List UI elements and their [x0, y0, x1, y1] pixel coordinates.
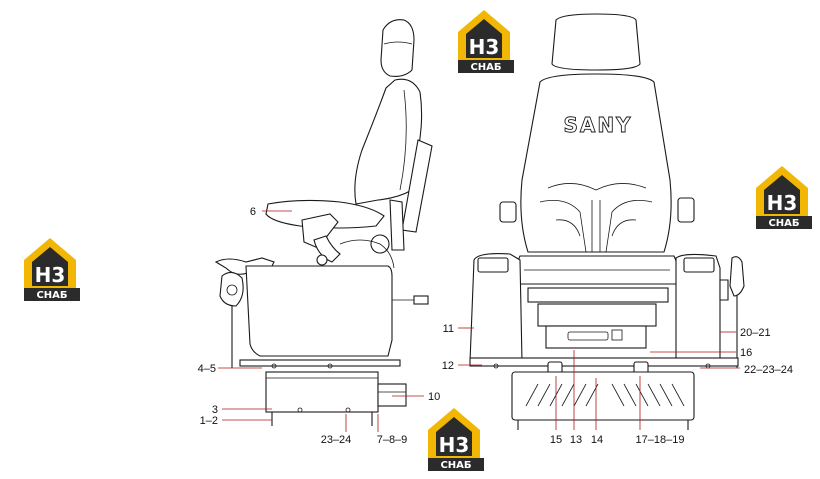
side-headrest [380, 19, 415, 77]
svg-text:H3: H3 [439, 433, 470, 457]
callout-7-8-9: 7–8–9 [377, 434, 408, 446]
watermark-logo-top: H3 СНАБ [458, 10, 514, 73]
seat-side-view [214, 19, 433, 426]
svg-text:СНАБ: СНАБ [768, 218, 799, 229]
svg-text:СНАБ: СНАБ [36, 290, 67, 301]
front-deck-plate [469, 357, 739, 367]
callout-6: 6 [250, 206, 256, 218]
callout-20-21: 20–21 [740, 327, 771, 339]
callout-3: 3 [212, 404, 218, 416]
side-seat-base [245, 265, 393, 357]
callout-10: 10 [428, 391, 440, 403]
svg-text:H3: H3 [767, 191, 798, 215]
svg-text:H3: H3 [469, 35, 500, 59]
watermark-logo-bottom: H3 СНАБ [428, 408, 484, 471]
callout-4-5: 4–5 [198, 363, 216, 375]
callout-11: 11 [443, 323, 454, 335]
callout-22-23-24: 22–23–24 [744, 364, 793, 376]
svg-text:СНАБ: СНАБ [470, 62, 501, 73]
side-backrest [354, 78, 423, 205]
callout-labels: 6 4–5 3 1–2 23–24 7–8–9 10 11 12 15 13 1… [198, 206, 793, 446]
front-right-console [675, 253, 721, 363]
callout-16: 16 [740, 347, 752, 359]
svg-text:СНАБ: СНАБ [440, 460, 471, 471]
svg-text:H3: H3 [35, 263, 66, 287]
callout-12: 12 [442, 360, 454, 372]
front-headrest [551, 13, 641, 71]
watermark-logo-left: H3 СНАБ [24, 238, 80, 301]
leader-lines [218, 210, 740, 432]
callout-1-2: 1–2 [200, 415, 218, 427]
callout-14: 14 [591, 434, 603, 446]
front-left-console [469, 253, 523, 363]
callout-13: 13 [570, 434, 582, 446]
seat-front-view [469, 13, 745, 430]
callout-17-18-19: 17–18–19 [636, 434, 685, 446]
callout-15: 15 [550, 434, 562, 446]
side-armrest [265, 199, 385, 229]
front-backrest [520, 73, 672, 253]
watermark-logo-right: H3 СНАБ [756, 166, 812, 229]
seat-brand-text: SANY [563, 113, 632, 137]
front-suspension-box [511, 371, 695, 421]
callout-23-24: 23–24 [321, 434, 352, 446]
